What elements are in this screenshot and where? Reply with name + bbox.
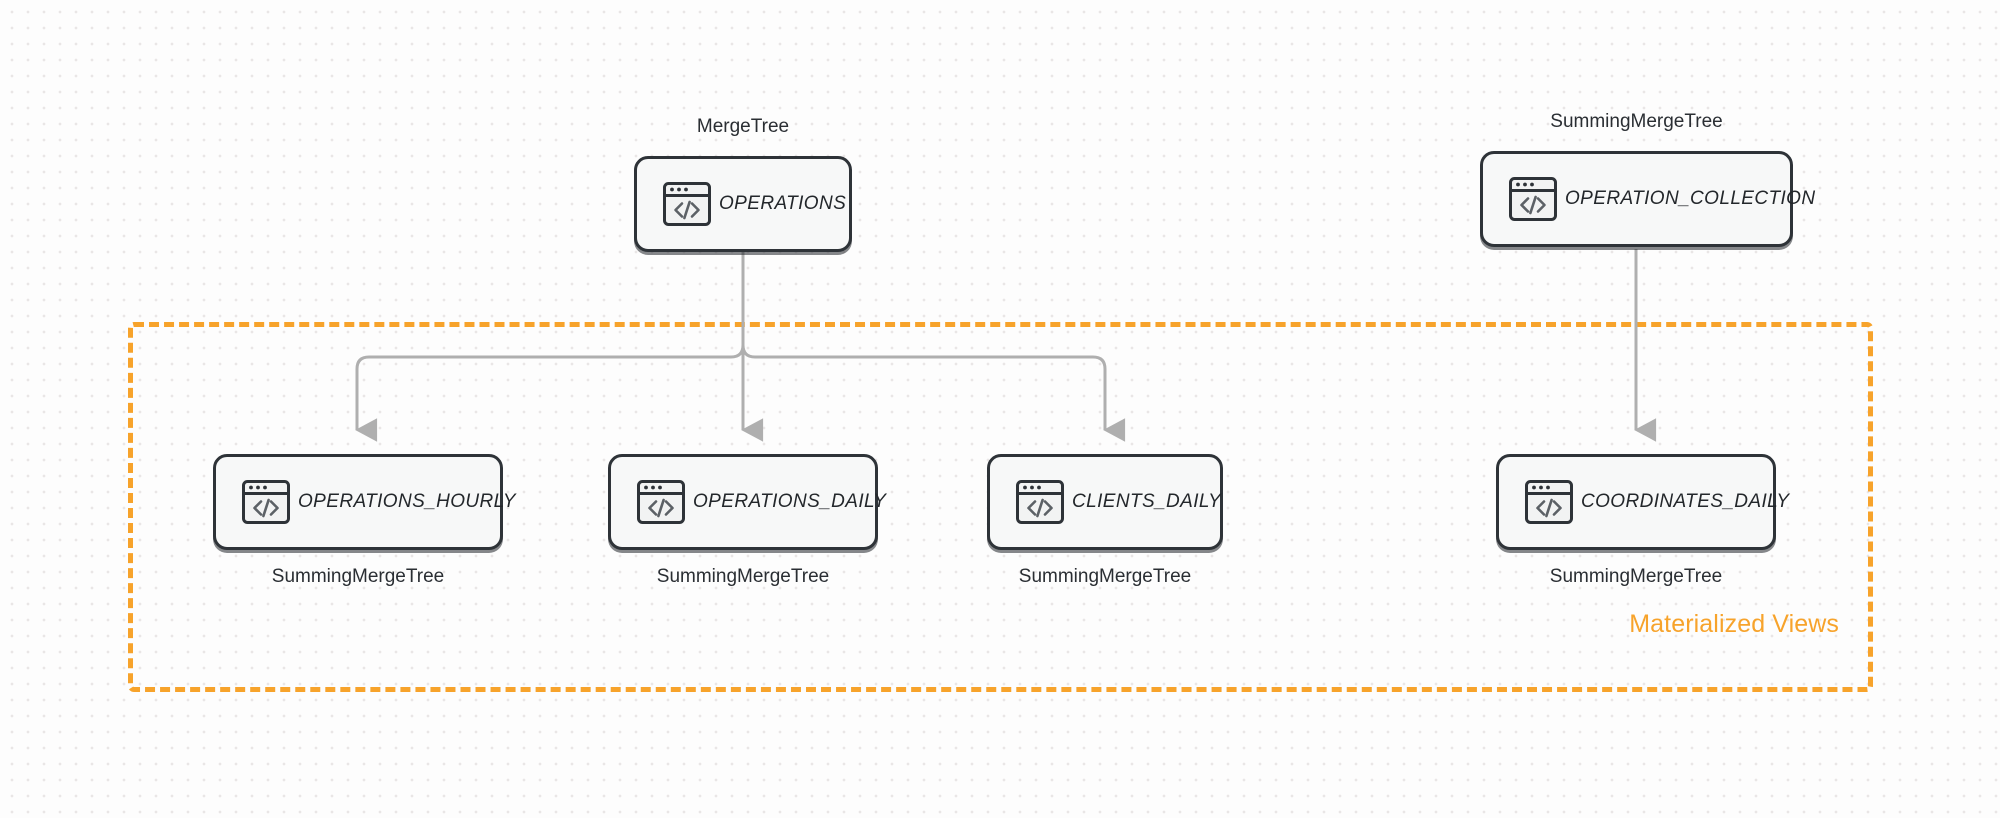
code-window-icon [1014, 476, 1066, 528]
node-title-operations: OPERATIONS [719, 193, 847, 214]
code-window-icon [240, 476, 292, 528]
node-operations_daily[interactable]: OPERATIONS_DAILY [608, 454, 886, 550]
node-title-coordinates_daily: COORDINATES_DAILY [1581, 491, 1790, 512]
node-operations[interactable]: OPERATIONS [634, 156, 852, 252]
node-coordinates_daily[interactable]: COORDINATES_DAILY [1496, 454, 1789, 550]
engine-label-operation_collection: SummingMergeTree [1550, 111, 1723, 132]
code-window-icon [1507, 173, 1559, 225]
node-title-operations_daily: OPERATIONS_DAILY [693, 491, 887, 512]
engine-label-operations_daily: SummingMergeTree [656, 566, 830, 587]
engine-label-operations_hourly: SummingMergeTree [271, 566, 445, 587]
engine-label-operations: MergeTree [696, 116, 790, 137]
code-window-icon [661, 178, 713, 230]
node-operations_hourly[interactable]: OPERATIONS_HOURLY [213, 454, 516, 550]
node-clients_daily[interactable]: CLIENTS_DAILY [987, 454, 1223, 550]
node-title-clients_daily: CLIENTS_DAILY [1072, 491, 1222, 512]
node-title-operation_collection: OPERATION_COLLECTION [1565, 188, 1816, 209]
node-title-operations_hourly: OPERATIONS_HOURLY [298, 491, 516, 512]
engine-label-clients_daily: SummingMergeTree [1018, 566, 1192, 587]
materialized-views-group-label: Materialized Views [1629, 610, 1839, 638]
engine-label-coordinates_daily: SummingMergeTree [1549, 566, 1723, 587]
node-operation_collection[interactable]: OPERATION_COLLECTION [1480, 151, 1815, 247]
code-window-icon [635, 476, 687, 528]
code-window-icon [1523, 476, 1575, 528]
